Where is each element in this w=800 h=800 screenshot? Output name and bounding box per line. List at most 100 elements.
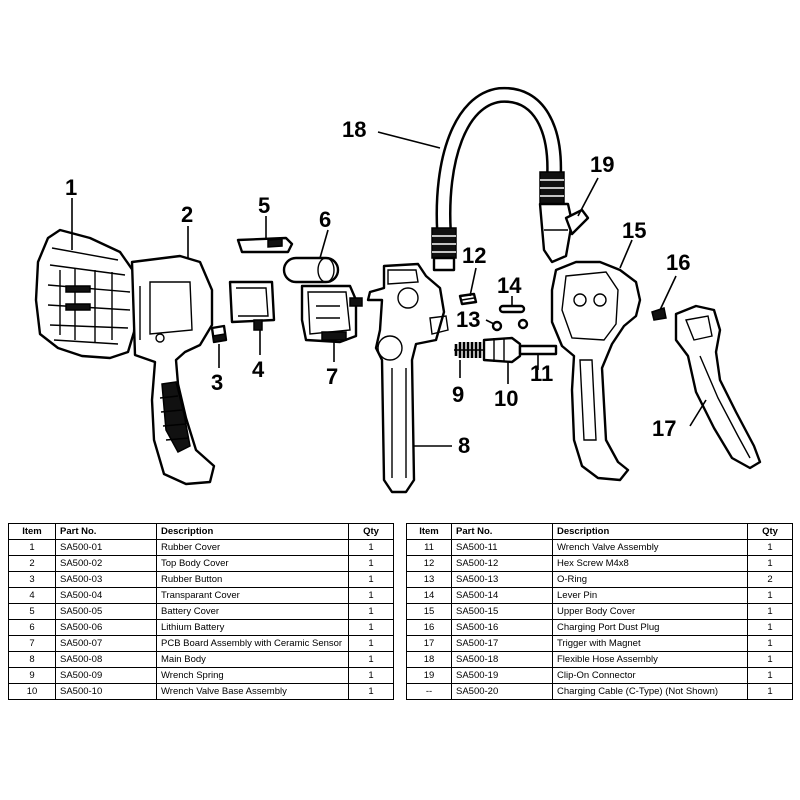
callout-17: 17 (652, 416, 676, 441)
cell-part-no: SA500-08 (55, 651, 157, 668)
cell-description: Charging Cable (C-Type) (Not Shown) (552, 683, 748, 700)
part-flexible-hose (431, 86, 565, 272)
callout-9: 9 (452, 382, 464, 407)
part-wrench-valve-base (482, 336, 522, 364)
cell-item: 12 (406, 555, 452, 572)
callout-14: 14 (497, 273, 522, 298)
cell-qty: 1 (747, 683, 793, 700)
cell-item: 15 (406, 603, 452, 620)
cell-item: 4 (8, 587, 56, 604)
part-trigger-with-magnet (674, 304, 762, 470)
part-o-rings (491, 318, 529, 332)
cell-description: Flexible Hose Assembly (552, 651, 748, 668)
callout-10: 10 (494, 386, 518, 411)
cell-qty: 1 (348, 571, 394, 588)
cell-qty: 1 (747, 635, 793, 652)
cell-part-no: SA500-01 (55, 539, 157, 556)
cell-description: Clip-On Connector (552, 667, 748, 684)
cell-qty: 1 (348, 635, 394, 652)
cell-item: 6 (8, 619, 56, 636)
header-part-no: Part No. (451, 523, 553, 540)
callout-4: 4 (252, 357, 265, 382)
part-rubber-button (210, 324, 228, 344)
header-qty: Qty (348, 523, 394, 540)
table-header-row: Item Part No. Description Qty (8, 523, 394, 540)
cell-description: Rubber Cover (156, 539, 349, 556)
cell-qty: 1 (348, 587, 394, 604)
cell-item: 7 (8, 635, 56, 652)
cell-part-no: SA500-13 (451, 571, 553, 588)
callout-11: 11 (530, 361, 553, 386)
part-hex-screw (458, 292, 478, 306)
part-wrench-valve-assembly (518, 344, 558, 356)
cell-description: Charging Port Dust Plug (552, 619, 748, 636)
cell-item: 8 (8, 651, 56, 668)
cell-description: Main Body (156, 651, 349, 668)
cell-description: Hex Screw M4x8 (552, 555, 748, 572)
header-description: Description (156, 523, 349, 540)
cell-qty: 1 (348, 651, 394, 668)
cell-qty: 1 (348, 683, 394, 700)
cell-item: 17 (406, 635, 452, 652)
cell-qty: 1 (348, 667, 394, 684)
header-item: Item (406, 523, 452, 540)
callout-18: 18 (342, 117, 366, 142)
cell-item: 1 (8, 539, 56, 556)
part-battery-cover (236, 236, 294, 254)
cell-part-no: SA500-04 (55, 587, 157, 604)
cell-qty: 1 (747, 587, 793, 604)
cell-item: 18 (406, 651, 452, 668)
cell-part-no: SA500-03 (55, 571, 157, 588)
cell-part-no: SA500-10 (55, 683, 157, 700)
callout-5: 5 (258, 193, 270, 218)
cell-description: O-Ring (552, 571, 748, 588)
cell-part-no: SA500-05 (55, 603, 157, 620)
header-qty: Qty (747, 523, 793, 540)
cell-qty: 1 (747, 651, 793, 668)
callout-15: 15 (622, 218, 646, 243)
cell-part-no: SA500-07 (55, 635, 157, 652)
part-charging-port-dust-plug (651, 307, 667, 321)
cell-item: 19 (406, 667, 452, 684)
callout-13: 13 (456, 307, 480, 332)
callout-6: 6 (319, 207, 331, 232)
cell-description: Rubber Button (156, 571, 349, 588)
header-part-no: Part No. (55, 523, 157, 540)
exploded-parts-diagram: 1 2 3 4 5 6 7 8 9 10 11 12 13 14 15 16 1… (34, 86, 762, 494)
cell-part-no: SA500-19 (451, 667, 553, 684)
cell-description: Wrench Spring (156, 667, 349, 684)
cell-part-no: SA500-02 (55, 555, 157, 572)
cell-item: 2 (8, 555, 56, 572)
cell-item: 16 (406, 619, 452, 636)
cell-part-no: SA500-12 (451, 555, 553, 572)
cell-description: Wrench Valve Base Assembly (156, 683, 349, 700)
table-header-row: Item Part No. Description Qty (406, 523, 793, 540)
part-top-body-cover (130, 254, 216, 486)
callout-labels: 1 2 3 4 5 6 7 8 9 10 11 12 13 14 15 16 1… (65, 117, 690, 458)
callout-1: 1 (65, 175, 77, 200)
cell-qty: 1 (747, 603, 793, 620)
part-upper-body-cover (550, 260, 642, 482)
cell-part-no: SA500-11 (451, 539, 553, 556)
callout-7: 7 (326, 364, 338, 389)
cell-description: Transparant Cover (156, 587, 349, 604)
cell-item: 5 (8, 603, 56, 620)
cell-item: 11 (406, 539, 452, 556)
part-lithium-battery (282, 256, 340, 284)
